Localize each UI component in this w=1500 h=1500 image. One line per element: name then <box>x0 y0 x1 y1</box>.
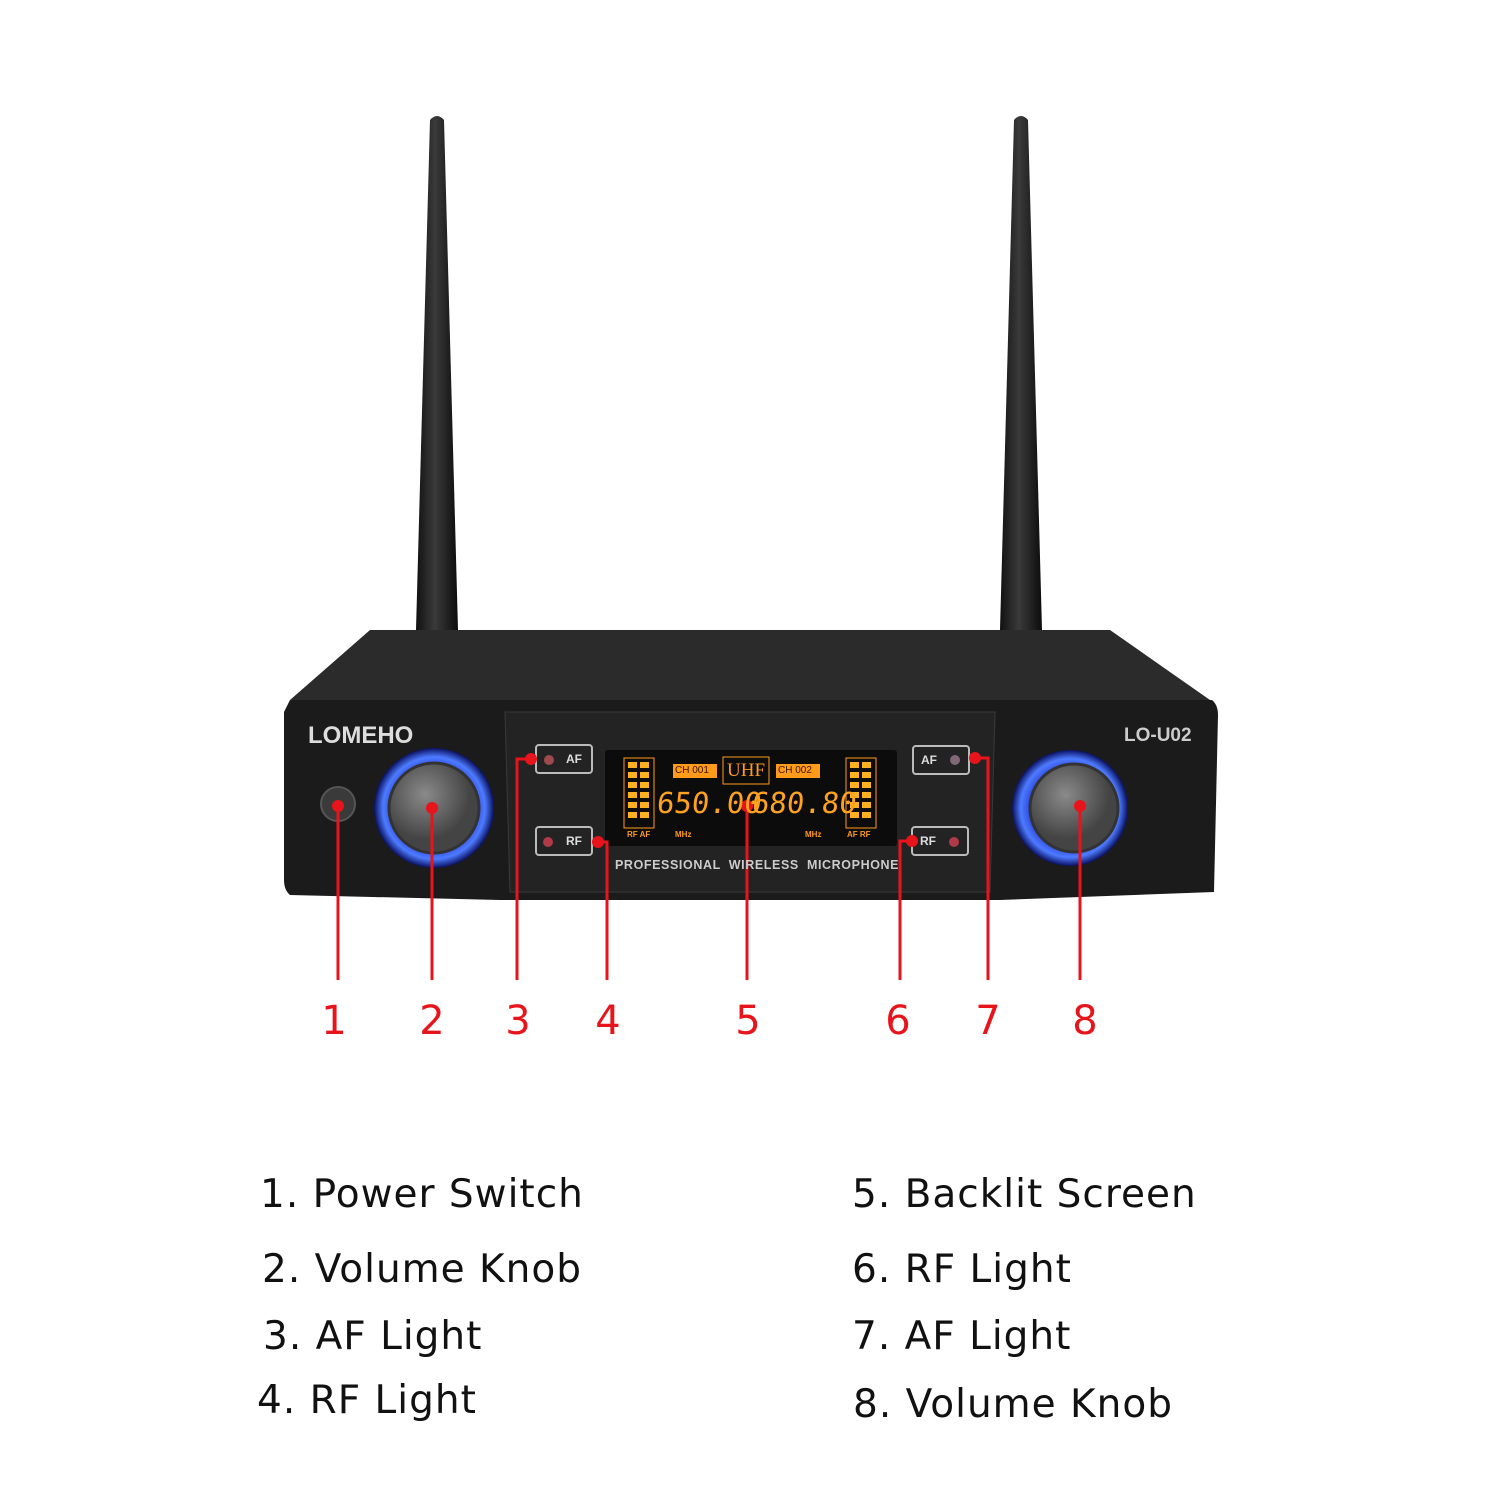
callout-6: 6 <box>885 998 911 1044</box>
level-segment <box>628 792 637 798</box>
panel-caption: PROFESSIONAL WIRELESS MICROPHONE <box>615 858 900 872</box>
legend-item: 4. RF Light <box>257 1378 477 1423</box>
callout-dots <box>332 752 1086 848</box>
level-segment <box>640 812 649 818</box>
chassis-top <box>290 630 1210 700</box>
legend-item: 7. AF Light <box>852 1314 1072 1359</box>
legend-item: 5. Backlit Screen <box>852 1172 1197 1217</box>
callout-5: 5 <box>735 998 761 1044</box>
level-segment <box>850 812 859 818</box>
rf-light-left-frame <box>535 826 593 856</box>
level-segment <box>862 792 871 798</box>
level-segment <box>628 812 637 818</box>
level-segment <box>862 812 871 818</box>
level-segment <box>640 792 649 798</box>
lcd-frequency-left: 650.00 <box>655 786 764 820</box>
brand-logo: LOMEHO <box>308 722 414 749</box>
lcd-meter-right-label: AF RF <box>847 830 871 839</box>
level-segment <box>862 782 871 788</box>
lcd-unit-right: MHz <box>805 830 822 839</box>
callout-1: 1 <box>321 998 347 1044</box>
callout-2: 2 <box>419 998 445 1044</box>
callout-4: 4 <box>595 998 621 1044</box>
af-left-label: AF <box>566 752 582 766</box>
level-segment <box>628 762 637 768</box>
rf-left-label: RF <box>566 834 582 848</box>
antenna-right <box>1000 116 1042 630</box>
level-meter-right <box>845 757 877 829</box>
level-segment <box>640 772 649 778</box>
level-segment <box>862 772 871 778</box>
level-segment <box>628 802 637 808</box>
level-segment <box>640 782 649 788</box>
level-segment <box>850 802 859 808</box>
level-segment <box>850 772 859 778</box>
level-segment <box>862 762 871 768</box>
legend-item: 8. Volume Knob <box>853 1382 1173 1427</box>
rf-right-label: RF <box>920 834 936 848</box>
level-segment <box>862 802 871 808</box>
callout-8: 8 <box>1072 998 1098 1044</box>
lcd-band: UHF <box>727 760 766 781</box>
antenna-left <box>416 116 458 630</box>
model-label: LO-U02 <box>1124 725 1192 746</box>
callout-7: 7 <box>975 998 1001 1044</box>
level-meter-left <box>623 757 655 829</box>
legend-item: 1. Power Switch <box>260 1172 584 1217</box>
volume-knob-right <box>1028 762 1120 854</box>
level-segment <box>628 782 637 788</box>
level-segment <box>628 772 637 778</box>
level-segment <box>640 762 649 768</box>
level-segment <box>850 762 859 768</box>
lcd-frequency-right: 680.80 <box>750 786 859 820</box>
af-light-right-frame <box>912 745 970 775</box>
callout-3: 3 <box>505 998 531 1044</box>
lcd-meter-left-label: RF AF <box>627 830 651 839</box>
lcd-unit-left: MHz <box>675 830 692 839</box>
legend-item: 3. AF Light <box>263 1314 483 1359</box>
level-segment <box>640 802 649 808</box>
lcd-channel-right: CH 002 <box>778 765 812 776</box>
level-segment <box>850 792 859 798</box>
legend-item: 2. Volume Knob <box>262 1247 582 1292</box>
level-segment <box>850 782 859 788</box>
lcd-channel-left: CH 001 <box>675 765 709 776</box>
legend-item: 6. RF Light <box>852 1247 1072 1292</box>
af-right-label: AF <box>921 753 937 767</box>
